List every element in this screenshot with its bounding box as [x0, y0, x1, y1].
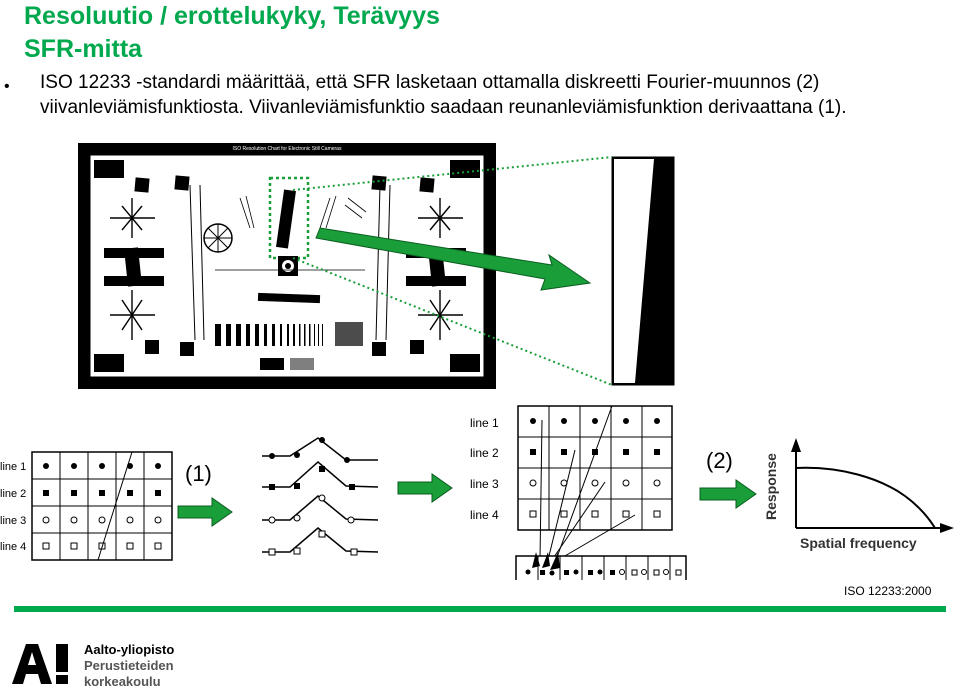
- right-line-label-3: line 3: [470, 477, 499, 491]
- right-line-label-1: line 1: [470, 416, 499, 430]
- right-line-label-4: line 4: [470, 508, 499, 522]
- step-2-label: (2): [706, 448, 733, 473]
- bullet-text: ISO 12233 -standardi määrittää, että SFR…: [40, 70, 960, 120]
- edge-closeup: [611, 156, 675, 386]
- left-line-label-2: line 2: [0, 488, 26, 500]
- logo-line-1: Aalto-yliopisto: [84, 642, 175, 657]
- step-arrow-middle: [397, 473, 453, 503]
- bullet-marker: •: [4, 78, 10, 95]
- bullet-text-line-2: viivanleviämisfunktiosta. Viivanleviämis…: [40, 97, 847, 118]
- sfr-figure: ISO Resolution Chart for Electronic Stil…: [0, 143, 954, 580]
- slide-title: Resoluutio / erottelukyky, Terävyys: [24, 2, 440, 30]
- bullet-text-line-1: ISO 12233 -standardi määrittää, että SFR…: [40, 72, 820, 93]
- slide-subtitle: SFR-mitta: [24, 35, 143, 63]
- frequency-axis-label: Spatial frequency: [800, 535, 917, 551]
- iso-reference: ISO 12233:2000: [844, 584, 932, 598]
- aalto-logo: [12, 644, 68, 684]
- sfr-response-plot: Response Spatial frequency: [763, 438, 954, 551]
- response-axis-label: Response: [763, 453, 779, 520]
- sampling-grid-left: line 1 line 2 line 3 line 4: [0, 451, 173, 561]
- left-line-label-1: line 1: [0, 461, 26, 473]
- left-line-label-4: line 4: [0, 541, 26, 553]
- logo-text: Aalto-yliopisto Perustieteiden korkeakou…: [84, 642, 174, 690]
- footer-divider: [14, 606, 946, 612]
- left-line-label-3: line 3: [0, 515, 26, 527]
- chart-top-text: ISO Resolution Chart for Electronic Stil…: [233, 146, 342, 152]
- step-1-arrow: [177, 497, 233, 527]
- step-1-label: (1): [185, 461, 212, 486]
- step-2-arrow: [699, 479, 757, 509]
- sampling-grid-right: line 1 line 2 line 3 line 4: [470, 405, 687, 580]
- logo-line-3: korkeakoulu: [84, 674, 161, 689]
- iso-resolution-chart: ISO Resolution Chart for Electronic Stil…: [78, 143, 496, 389]
- star-circle: [203, 223, 233, 253]
- zoom-arrow: [292, 156, 613, 386]
- right-line-label-2: line 2: [470, 446, 499, 460]
- logo-line-2: Perustieteiden: [84, 658, 174, 673]
